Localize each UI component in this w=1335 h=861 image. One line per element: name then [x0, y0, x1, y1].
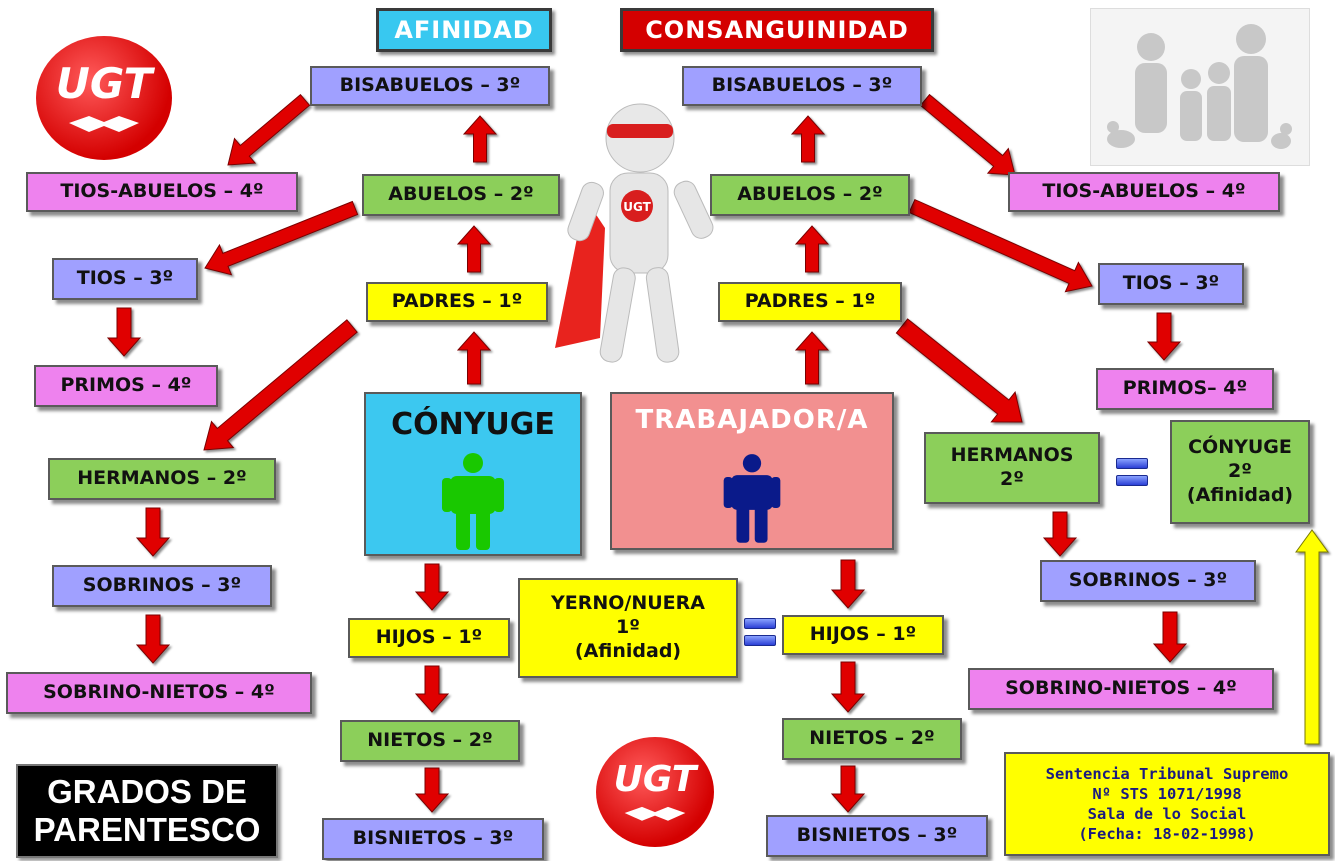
right-nietos-box: NIETOS – 2º [782, 718, 962, 760]
conyuge-center-box: CÓNYUGE [364, 392, 582, 556]
right-tios-box: TIOS – 3º [1098, 263, 1244, 305]
right-sobrino-nietos-box: SOBRINO-NIETOS – 4º [968, 668, 1274, 710]
afinidad-header: AFINIDAD [376, 8, 552, 52]
person-green-icon [442, 452, 504, 550]
arrow-right-abuelos-to-bisabuelos [790, 115, 826, 163]
arrow-left-conyuge-to-hijos [414, 563, 450, 611]
ugt-logo-text: UGT [613, 758, 697, 800]
left-sobrino-nietos-box: SOBRINO-NIETOS – 4º [6, 672, 312, 714]
superhero-figure: UGT [555, 103, 714, 363]
arrow-left-conyuge-to-padres [456, 331, 492, 385]
left-bisnietos-box: BISNIETOS – 3º [322, 818, 544, 860]
right-sobrinos-box: SOBRINOS – 3º [1040, 560, 1256, 602]
right-primos-box: PRIMOS– 4º [1096, 368, 1274, 410]
right-padres-box: PADRES – 1º [718, 282, 902, 322]
arrow-right-nietos-to-bisnietos [830, 765, 866, 813]
right-hijos-box: HIJOS – 1º [782, 615, 944, 655]
left-primos-box: PRIMOS – 4º [34, 365, 218, 407]
right-hermanos-box: HERMANOS 2º [924, 432, 1100, 504]
right-bisabuelos-box: BISABUELOS – 3º [682, 66, 922, 106]
arrow-right-sobrinos-to-sobrinonietos [1152, 611, 1188, 663]
handshake-icon [69, 115, 139, 132]
family-figures-image [1090, 8, 1310, 166]
consanguinidad-header: CONSANGUINIDAD [620, 8, 934, 52]
equals-icon-hermanos-conyuge [1116, 458, 1148, 486]
ugt-logo-bottom: UGT [596, 737, 714, 847]
left-tios-box: TIOS – 3º [52, 258, 198, 300]
page-title: GRADOS DE PARENTESCO [16, 764, 278, 858]
left-hermanos-box: HERMANOS – 2º [48, 458, 276, 500]
arrow-left-abuelos-to-bisabuelos [462, 115, 498, 163]
conyuge-center-label: CÓNYUGE [391, 407, 555, 442]
right-tios-abuelos-box: TIOS-ABUELOS – 4º [1008, 172, 1280, 212]
ugt-logo-top: UGT [36, 36, 172, 160]
arrow-left-bisabuelos-to-tiosabuelos [227, 93, 311, 166]
sentencia-box: Sentencia Tribunal Supremo Nº STS 1071/1… [1004, 752, 1330, 856]
handshake-icon [624, 806, 686, 821]
yerno-nuera-box: YERNO/NUERA 1º (Afinidad) [518, 578, 738, 678]
arrow-right-hermanos-to-sobrinos [1042, 511, 1078, 557]
arrow-right-padres-to-abuelos [794, 225, 830, 273]
left-hijos-box: HIJOS – 1º [348, 618, 510, 658]
arrow-left-sobrinos-to-sobrinonietos [135, 614, 171, 664]
arrow-right-abuelos-to-tios [908, 198, 1093, 293]
left-padres-box: PADRES – 1º [366, 282, 548, 322]
right-bisnietos-box: BISNIETOS – 3º [766, 815, 988, 857]
arrow-right-hijos-to-nietos [830, 661, 866, 713]
ugt-logo-text: UGT [55, 58, 153, 108]
arrow-left-tios-to-primos [106, 307, 142, 357]
right-abuelos-box: ABUELOS – 2º [710, 174, 910, 216]
arrow-right-trabajador-to-hijos [830, 559, 866, 609]
hero-badge-text: UGT [623, 200, 651, 214]
equals-icon-yerno-hijos [744, 618, 776, 646]
arrow-left-abuelos-to-tios [204, 200, 359, 276]
left-abuelos-box: ABUELOS – 2º [362, 174, 560, 216]
left-nietos-box: NIETOS – 2º [340, 720, 520, 762]
person-navy-icon [723, 453, 781, 543]
arrow-left-hijos-to-nietos [414, 665, 450, 713]
arrow-right-tios-to-primos [1146, 312, 1182, 361]
left-sobrinos-box: SOBRINOS – 3º [52, 565, 272, 607]
arrow-left-padres-to-abuelos [456, 225, 492, 273]
arrow-left-nietos-to-bisnietos [414, 767, 450, 813]
trabajador-center-box: TRABAJADOR/A [610, 392, 894, 550]
arrow-left-padres-to-hermanos [203, 319, 358, 451]
arrow-right-bisabuelos-to-tiosabuelos [919, 93, 1016, 176]
trabajador-center-label: TRABAJADOR/A [635, 405, 869, 435]
arrow-right-padres-to-hermanos [895, 318, 1023, 423]
arrow-sentencia-to-conyuge [1295, 529, 1329, 745]
arrow-right-trabajador-to-padres [794, 331, 830, 385]
right-conyuge-afinidad-box: CÓNYUGE 2º (Afinidad) [1170, 420, 1310, 524]
left-tios-abuelos-box: TIOS-ABUELOS – 4º [26, 172, 298, 212]
left-bisabuelos-box: BISABUELOS – 3º [310, 66, 550, 106]
arrow-left-hermanos-to-sobrinos [135, 507, 171, 557]
